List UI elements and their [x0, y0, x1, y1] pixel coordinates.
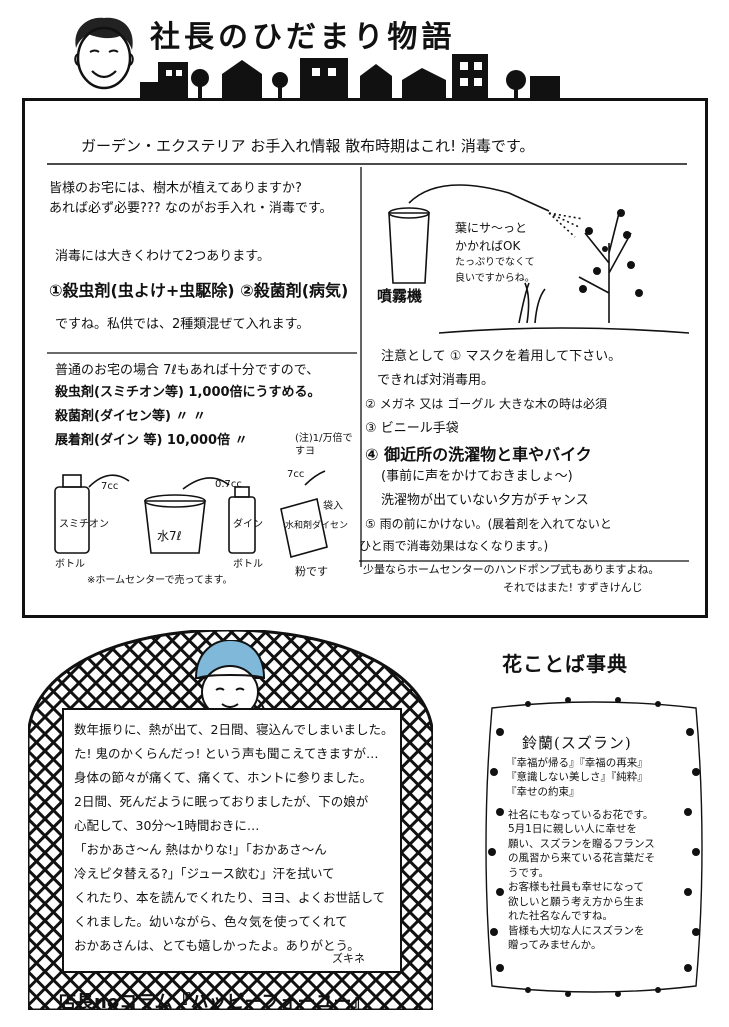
- bottle-caption-right: ボトル: [233, 559, 263, 570]
- page-header: 社長のひだまり物語: [0, 0, 729, 100]
- insecticide-line: 殺虫剤(スミチオン等) 1,000倍にうすめる。: [55, 385, 321, 400]
- mix-note: ですね。私供では、2種類混ぜて入れます。: [55, 317, 310, 332]
- bucket-label: 水7ℓ: [157, 529, 182, 543]
- flower-meaning: 『幸せの約束』: [506, 785, 580, 798]
- store-manager-portrait-icon: [194, 640, 267, 725]
- types-list: ①殺虫剤(虫よけ+虫駆除) ②殺菌剤(病気): [49, 281, 349, 300]
- flower-body-line: 皆様も大切な人にスズランを: [508, 924, 645, 937]
- flower-body-line: 贈ってみませんか。: [508, 939, 602, 952]
- cc-mid-label: 0.7cc: [215, 479, 242, 490]
- left-divider: [47, 352, 357, 354]
- leaf-note-2: かかればOK: [455, 239, 521, 253]
- home-case-note: 普通のお宅の場合 7ℓもあれば十分ですので、: [55, 363, 320, 378]
- flower-body-line: の風習から来ている花言葉だそ: [508, 852, 655, 865]
- garden-headline: ガーデン・エクステリア お手入れ情報 散布時期はこれ! 消毒です。: [81, 137, 535, 155]
- column-line: 数年振りに、熱が出て、2日間、寝込んでしまいました。: [74, 722, 394, 737]
- mixing-diagram: [54, 470, 328, 558]
- caution-3: ③ ビニール手袋: [365, 421, 459, 436]
- caution-4b: (事前に声をかけておきましょ〜): [381, 469, 573, 484]
- bottle-caption-left: ボトル: [55, 559, 85, 570]
- caution-5: ⑤ 雨の前にかけない。(展着剤を入れてないと: [365, 517, 612, 531]
- president-portrait-icon: [74, 17, 134, 90]
- leaf-note-1: 葉にサ〜っと: [455, 221, 528, 235]
- flower-body-line: れた社名なんですね。: [508, 910, 613, 923]
- caution-2: ② メガネ 又は ゴーグル 大きな木の時は必須: [365, 397, 608, 411]
- grass-icon: [518, 282, 546, 324]
- garden-care-panel: ガーデン・エクステリア お手入れ情報 散布時期はこれ! 消毒です。 皆様のお宅に…: [22, 98, 708, 618]
- bottle-right-label: ダイン: [233, 519, 263, 530]
- flower-body-line: 社名にもなっているお花です。: [508, 809, 654, 821]
- headline-divider: [47, 163, 687, 165]
- flower-meaning: 『幸福が帰る』『幸福の再来』: [506, 757, 648, 769]
- flower-body-line: 5月1日に親しい人に幸せを: [508, 823, 637, 836]
- tree-icon: [578, 212, 632, 323]
- closing-divider: [359, 560, 689, 562]
- leaf-note-4: 良いですからね。: [455, 273, 535, 284]
- box-label: 水和剤ダイセン: [285, 521, 349, 531]
- column-line: 「おかあさ〜ん 熱はかりな!」「おかあさ〜ん: [74, 842, 327, 857]
- measuring-spoon-icon: [304, 470, 326, 486]
- bottle-left-label: スミチオン: [59, 519, 109, 530]
- column-line: 2日間、死んだように眠っておりましたが、下の娘が: [74, 794, 369, 809]
- intro-line-1: 皆様のお宅には、樹木が植えてありますか?: [49, 181, 302, 196]
- caution-5b: ひと雨で消毒効果はなくなります。): [359, 539, 549, 553]
- powder-caption: 粉です: [295, 565, 328, 578]
- cc-left-label: 7cc: [101, 481, 119, 492]
- column-line: くれたり、本を読んでくれたり、ヨヨ、よくお世話して: [74, 890, 386, 905]
- column-signature: ズキネ: [332, 952, 365, 965]
- spreader-line: 展着剤(ダイン 等) 10,000倍 〃: [55, 433, 248, 448]
- column-line: おかあさんは、とても嬉しかったよ。ありがとう。: [74, 938, 360, 953]
- flower-body-line: 願い、スズランを贈るフランス: [508, 837, 655, 850]
- types-intro: 消毒には大きくわけて2つあります。: [55, 249, 270, 264]
- flower-name: 鈴蘭(スズラン): [522, 734, 632, 752]
- sprayer-illustration: [388, 184, 690, 334]
- bag-caption: 袋入: [323, 501, 343, 512]
- cc-right-label: 7cc: [287, 469, 305, 480]
- column-line: 冷えピタ替える?」「ジュース飲む」汗を拭いて: [74, 866, 335, 881]
- column-box: 数年振りに、熱が出て、2日間、寝込んでしまいました。た! 鬼のかくらんだっ! と…: [62, 708, 402, 973]
- flower-body-line: お客様も社員も幸せになって: [508, 881, 644, 894]
- column-text: 数年振りに、熱が出て、2日間、寝込んでしまいました。た! 鬼のかくらんだっ! と…: [74, 718, 396, 958]
- column-line: た! 鬼のかくらんだっ! という声も聞こえてきますが…: [74, 746, 379, 761]
- sprayer-label: 噴霧機: [377, 287, 423, 305]
- sprayer-tank-icon: [388, 212, 430, 284]
- flower-body: 社名にもなっているお花です。 5月1日に親しい人に幸せを願い、スズランを贈るフラン…: [508, 808, 690, 953]
- flower-meaning: 『意識しない美しさ』『純粋』: [506, 771, 648, 784]
- lily-of-the-valley-frame: [485, 697, 703, 997]
- column-line: くれました。幼いながら、色々気を使ってくれて: [74, 914, 348, 929]
- flower-dictionary-heading: 花ことば事典: [502, 652, 628, 676]
- caution-4c: 洗濯物が出ていない夕方がチャンス: [381, 493, 589, 508]
- fungicide-line: 殺菌剤(ダイセン等) 〃 〃: [55, 409, 206, 424]
- column-title: 店長noコラム『ハッピーフォーユー』: [58, 992, 370, 1013]
- flower-body-line: うです。: [508, 866, 549, 879]
- town-skyline-icon: [140, 54, 560, 100]
- leaf-note-3: たっぷりでなくて: [455, 257, 535, 268]
- store-note: ※ホームセンターで売ってます。: [87, 575, 233, 586]
- column-divider: [360, 167, 362, 567]
- closing-line-1: 少量ならホームセンターのハンドポンプ式もありますよね。: [363, 563, 660, 576]
- flower-decoration-icon: [488, 697, 700, 997]
- intro-line-2: あれば必ず必要??? なのがお手入れ・消毒です。: [49, 201, 333, 216]
- fungicide-box-icon: [280, 498, 328, 558]
- water-bucket-icon: [144, 500, 206, 554]
- spray-hose-icon: [408, 184, 550, 212]
- column-line: 身体の節々が痛くて、痛くて、ホントに参りました。: [74, 770, 373, 785]
- caution-4: ④ 御近所の洗濯物と車やバイク: [365, 445, 592, 464]
- flower-meanings: 『幸福が帰る』『幸福の再来』『意識しない美しさ』『純粋』『幸せの約束』: [506, 756, 696, 799]
- column-line: 心配して、30分〜1時間おきに…: [74, 818, 260, 833]
- caution-title: 注意として ① マスクを着用して下さい。: [381, 349, 622, 364]
- page-title: 社長のひだまり物語: [150, 20, 456, 55]
- spreader-note: (注)1/万倍ですヨ: [295, 433, 353, 457]
- caution-1b: できれば対消毒用。: [377, 373, 495, 388]
- closing-line-2: それではまた! すずきけんじ: [503, 581, 643, 594]
- flower-body-line: 欲しいと願う考え方から生ま: [508, 895, 645, 908]
